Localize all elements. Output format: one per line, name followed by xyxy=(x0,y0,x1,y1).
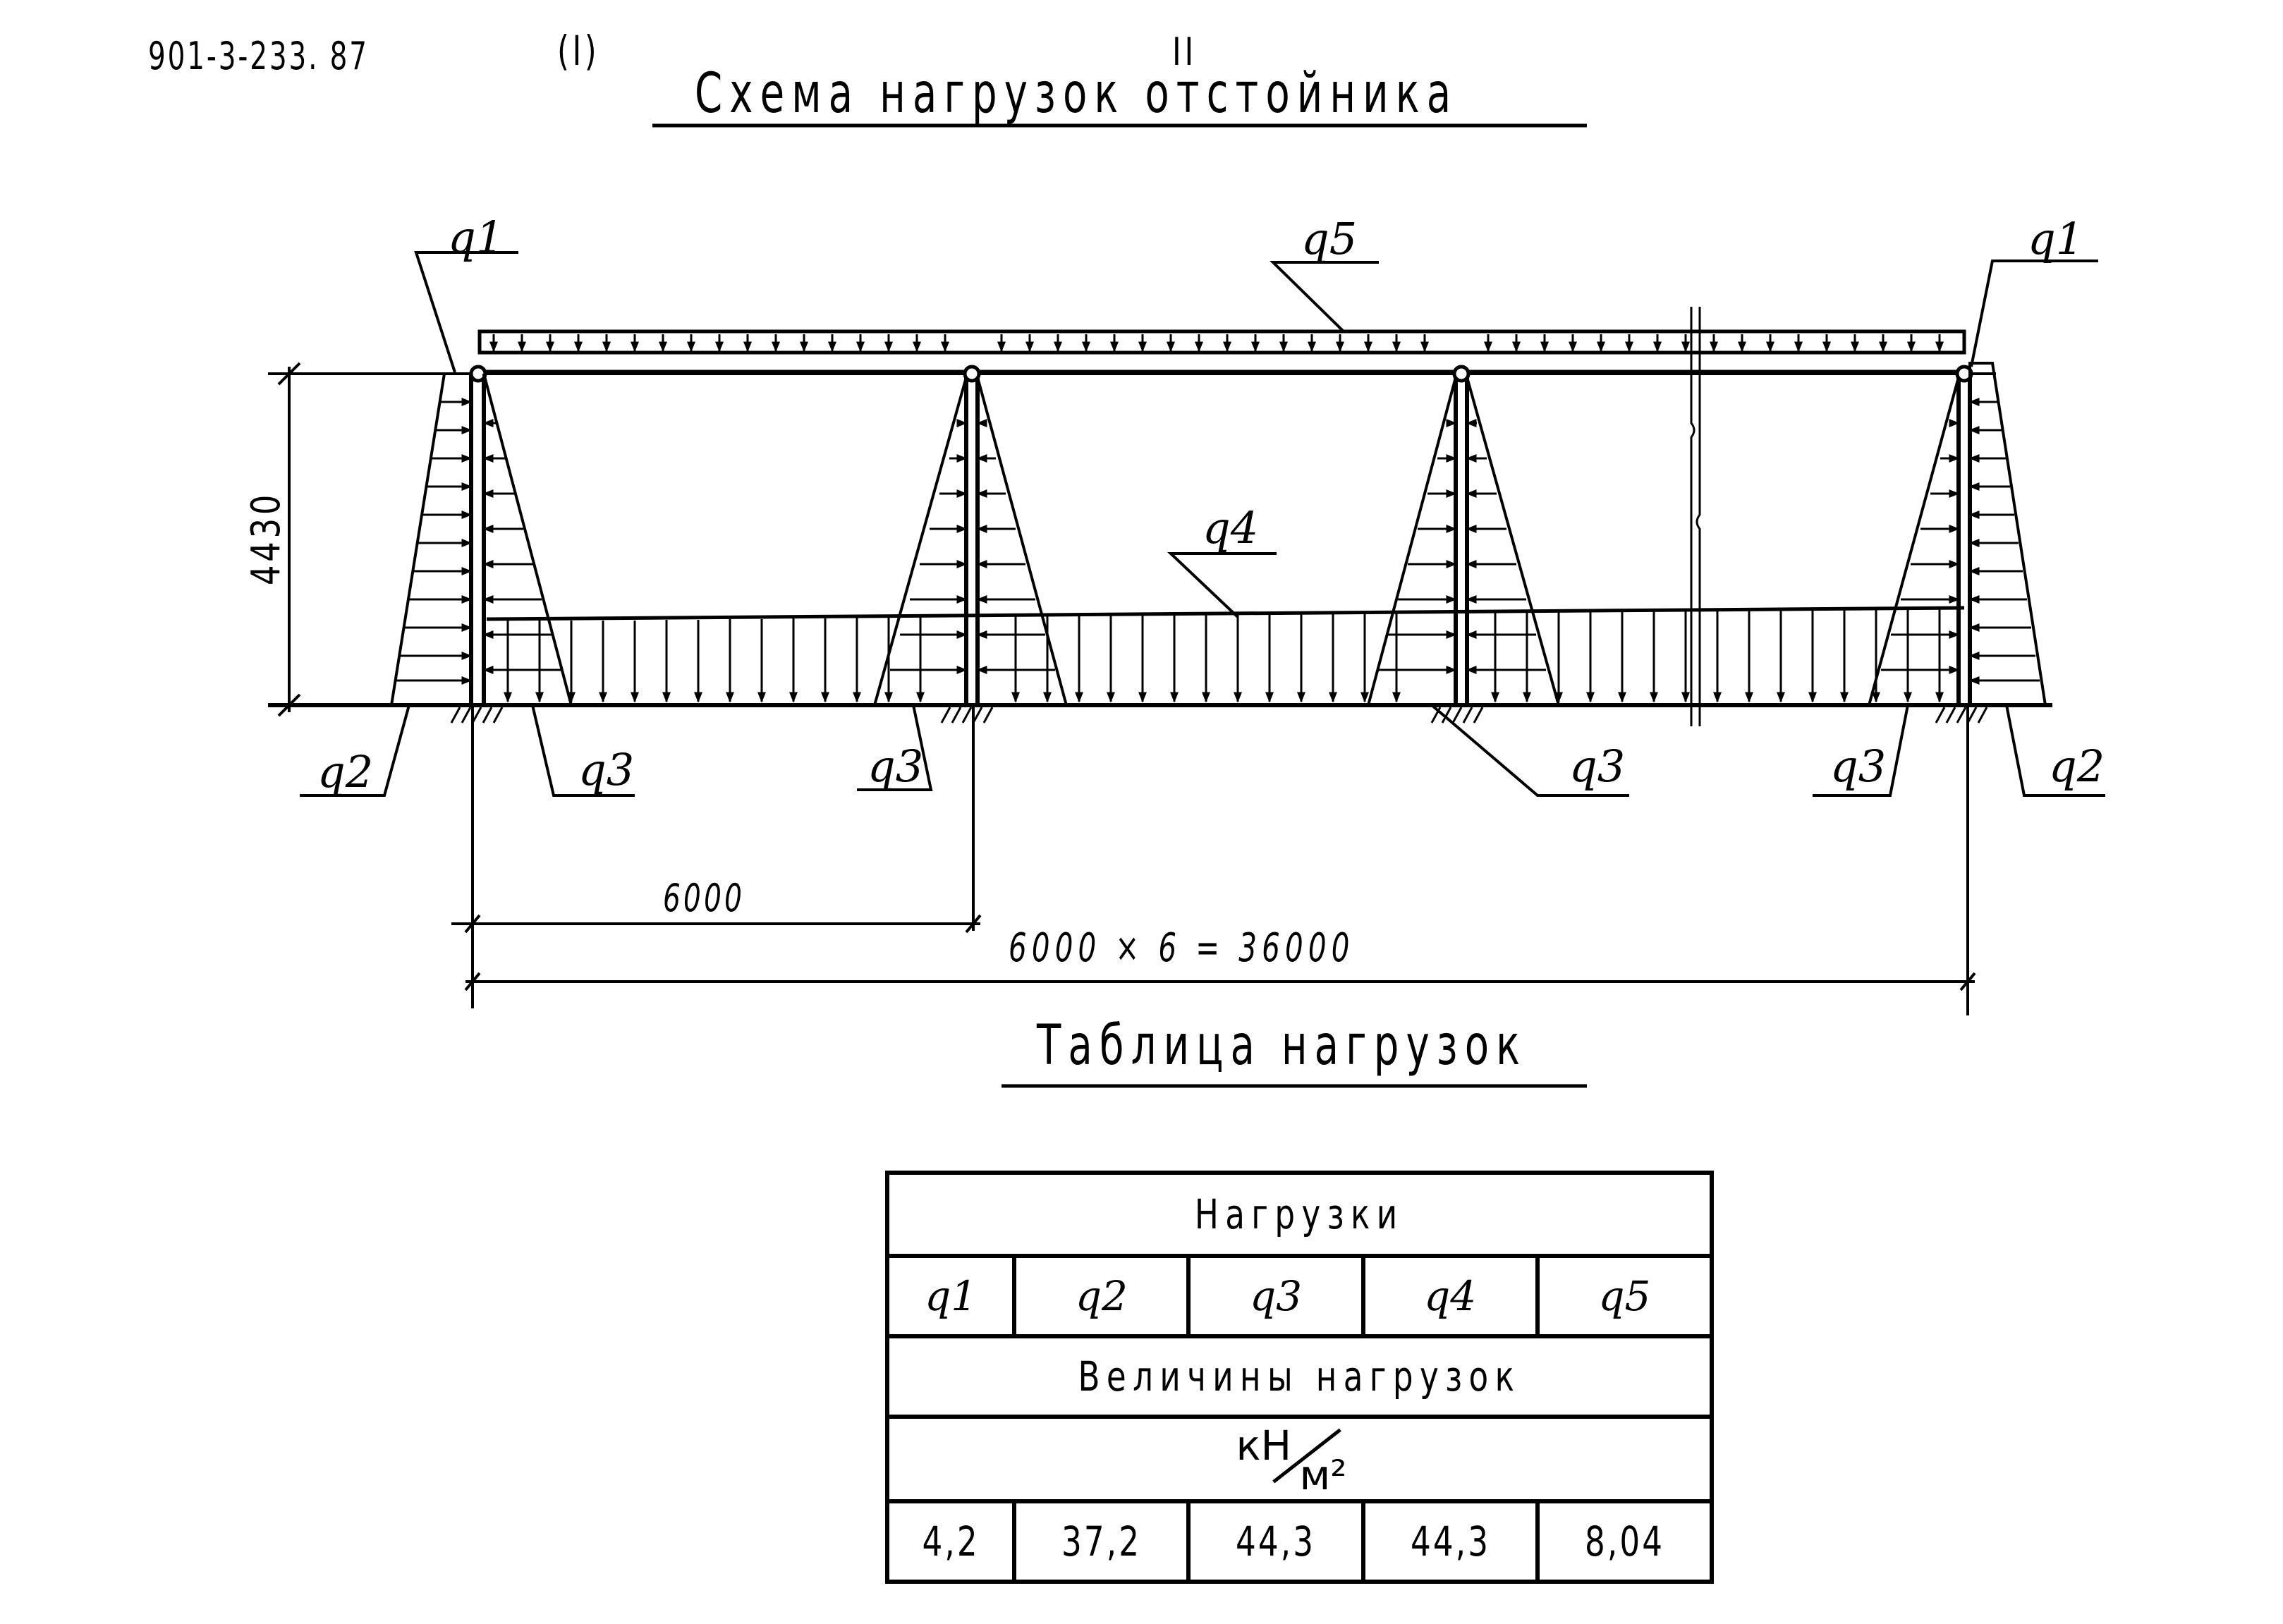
fixed-supports xyxy=(450,707,1988,724)
unit-numerator: кН xyxy=(1236,1422,1292,1470)
table-title: Таблица нагрузок xyxy=(1037,1014,1528,1077)
load-name-cell: q2 xyxy=(1012,1254,1191,1338)
value-cell: 8,04 xyxy=(1535,1499,1715,1584)
load-name-cell: q3 xyxy=(1186,1254,1365,1338)
label-q4: q4 xyxy=(1203,502,1259,554)
value-cell: 37,2 xyxy=(1012,1499,1191,1584)
value-cell: 44,3 xyxy=(1186,1499,1365,1584)
unit-row: кН м² xyxy=(885,1415,1714,1503)
dimension-span: 6000 xyxy=(663,876,745,920)
label-q3-2: q3 xyxy=(867,740,924,792)
values-row: 4,2 37,2 44,3 44,3 8,04 xyxy=(884,1499,1715,1584)
column-2 xyxy=(872,365,1069,707)
value-cell: 44,3 xyxy=(1360,1499,1540,1584)
columns xyxy=(389,362,2047,707)
label-q3-3: q3 xyxy=(1569,740,1626,792)
label-q2-left: q2 xyxy=(317,746,374,798)
sheet-mark: (I) xyxy=(557,27,600,75)
q5-distributed-load xyxy=(477,329,1966,355)
label-q2-right: q2 xyxy=(2049,740,2105,792)
dimension-total: 6000 × 6 = 36000 xyxy=(1009,925,1355,971)
label-q1-right: q1 xyxy=(2028,213,2084,264)
label-q3-4: q3 xyxy=(1830,740,1887,792)
dimension-height: 4430 xyxy=(243,491,289,585)
load-name-cell: q1 xyxy=(884,1254,1017,1338)
header-loads: Нагрузки xyxy=(885,1171,1714,1258)
label-q3-1: q3 xyxy=(578,744,635,795)
break-line xyxy=(1690,307,1701,726)
header-values: Величины нагрузок xyxy=(885,1334,1714,1419)
leader-lines xyxy=(300,251,2105,797)
unit-denominator: м² xyxy=(1299,1451,1347,1499)
values-header-row: Величины нагрузок xyxy=(885,1334,1714,1419)
column-4 xyxy=(1867,362,2047,707)
column-1 xyxy=(389,365,573,707)
load-names-row: q1 q2 q3 q4 q5 xyxy=(884,1254,1715,1338)
sheet-number: II xyxy=(1172,30,1198,74)
table-header-row: Нагрузки xyxy=(885,1171,1714,1258)
page-title: Схема нагрузок отстойника xyxy=(695,62,1459,126)
q4-distributed-load xyxy=(486,606,1965,703)
loads-table: Нагрузки q1 q2 q3 q4 q5 Величины нагрузо… xyxy=(884,1171,1715,1584)
unit-cell: кН м² xyxy=(885,1415,1714,1503)
label-q1-left: q1 xyxy=(448,212,504,263)
load-name-cell: q4 xyxy=(1360,1254,1540,1338)
column-3 xyxy=(1366,365,1561,707)
label-q5: q5 xyxy=(1301,213,1358,264)
load-name-cell: q5 xyxy=(1535,1254,1715,1338)
value-cell: 4,2 xyxy=(884,1499,1017,1584)
unit-fraction: кН м² xyxy=(1222,1419,1377,1499)
dimension-lines xyxy=(277,362,1976,1015)
document-code: 901-3-233. 87 xyxy=(148,34,369,78)
